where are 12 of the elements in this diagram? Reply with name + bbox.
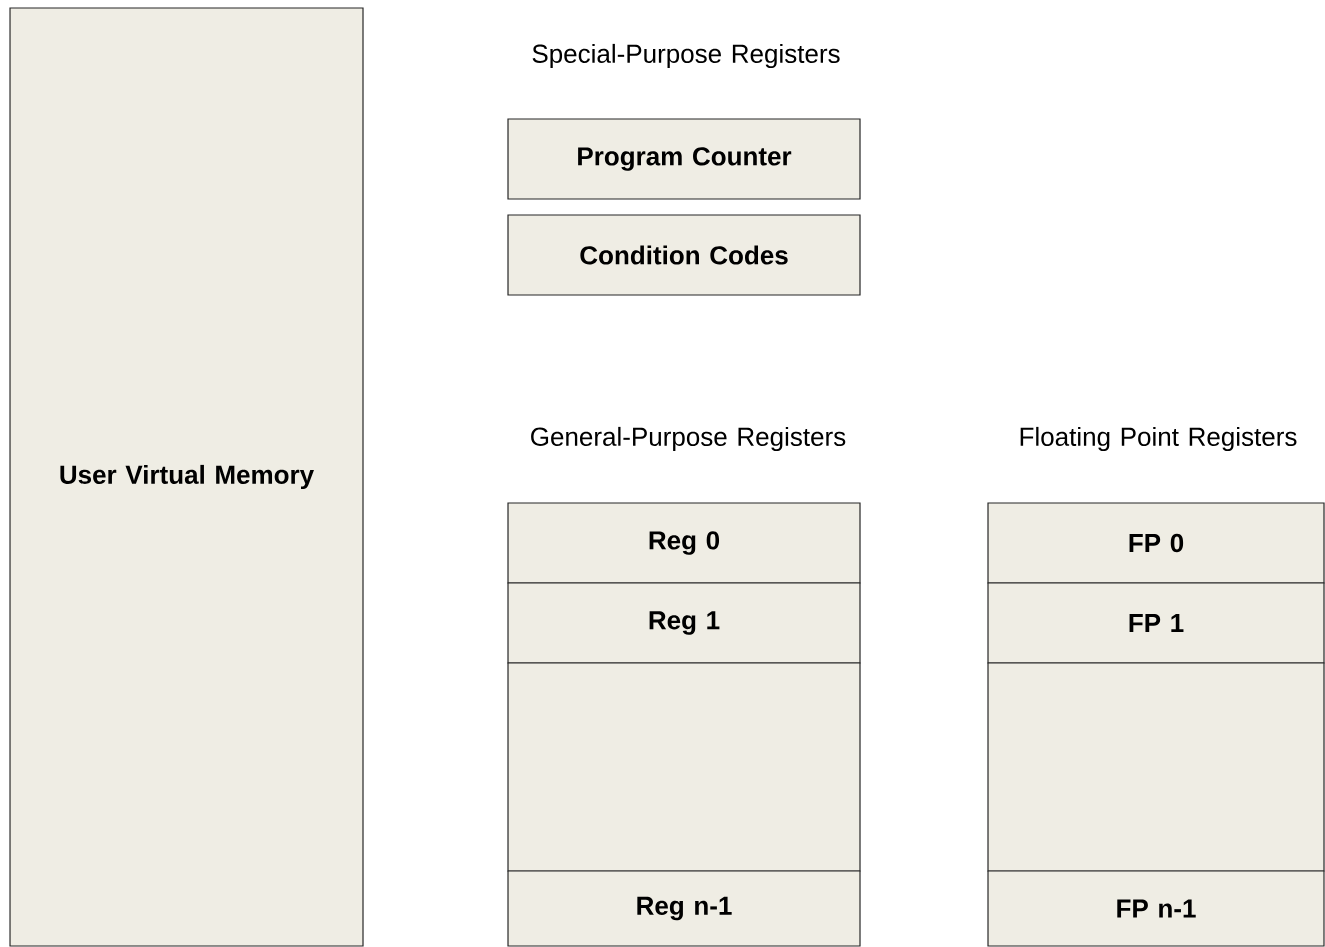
- section-heading: Special-Purpose Registers: [532, 43, 840, 69]
- register-box: Reg n-1: [507, 870, 861, 947]
- section-heading: Floating Point Registers: [1020, 426, 1297, 452]
- register-box: FP n-1: [987, 870, 1325, 947]
- memory-box: User Virtual Memory: [9, 7, 364, 947]
- register-box: Reg 0: [507, 502, 861, 584]
- register-box: Condition Codes: [507, 214, 861, 296]
- section-heading: General-Purpose Registers: [531, 426, 846, 452]
- register-box: Program Counter: [507, 118, 861, 200]
- register-box: FP 0: [987, 502, 1325, 584]
- register-box: Reg 1: [507, 582, 861, 664]
- register-box: FP 1: [987, 582, 1325, 664]
